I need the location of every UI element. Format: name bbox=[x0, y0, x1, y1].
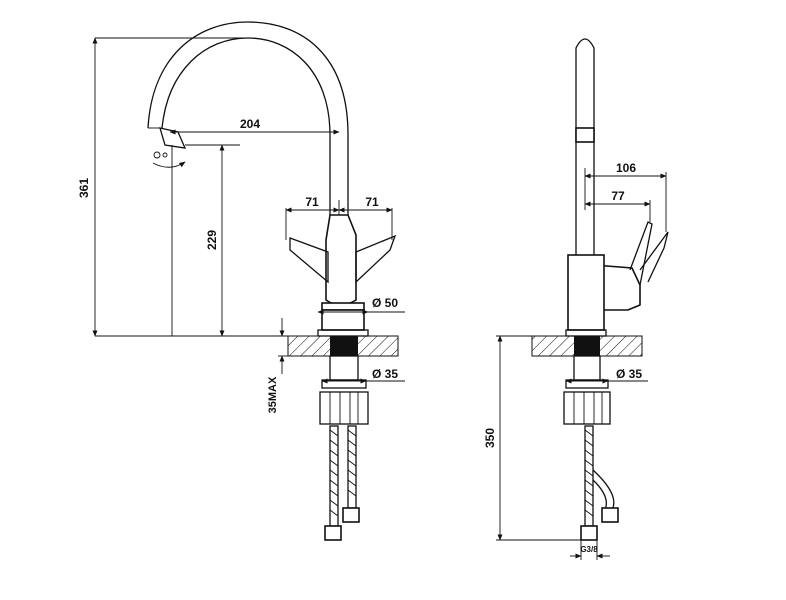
mounting-shank-side bbox=[563, 355, 611, 425]
supply-hoses bbox=[324, 425, 360, 541]
faucet-base bbox=[317, 302, 369, 337]
dim-spout-reach: 204 bbox=[240, 117, 260, 131]
lever-handle bbox=[289, 214, 397, 306]
dim-handle-right: 71 bbox=[365, 195, 379, 209]
dim-hose-length: 350 bbox=[483, 428, 497, 448]
dimension-lines-front bbox=[92, 37, 405, 384]
supply-hoses-side bbox=[580, 425, 619, 541]
dim-thread: G3/8 bbox=[580, 545, 598, 554]
water-flow-icon bbox=[152, 151, 186, 168]
dim-max-thickness: 35MAX bbox=[267, 376, 279, 413]
dim-base-diameter: Ø 50 bbox=[372, 296, 398, 310]
spout-tube-side bbox=[575, 38, 595, 255]
dim-handle-reach-inner: 77 bbox=[611, 189, 625, 203]
dim-handle-left: 71 bbox=[305, 195, 319, 209]
dim-handle-reach-outer: 106 bbox=[616, 161, 636, 175]
side-view: 106 77 Ø 35 350 G3/8 bbox=[483, 38, 669, 560]
front-view: 361 204 229 71 71 Ø 50 Ø 35 35MAX bbox=[77, 21, 405, 541]
dim-height-total: 361 bbox=[77, 178, 91, 198]
dim-spout-clearance: 229 bbox=[205, 230, 219, 250]
mounting-shank bbox=[319, 355, 369, 425]
dim-shank-diameter-side: Ø 35 bbox=[616, 367, 642, 381]
lever-handle-side bbox=[593, 221, 669, 311]
dim-shank-diameter: Ø 35 bbox=[372, 367, 398, 381]
countertop-section-side bbox=[531, 335, 643, 357]
dimension-lines-side bbox=[496, 168, 667, 560]
faucet-body-side bbox=[565, 254, 607, 337]
countertop-section bbox=[287, 335, 399, 357]
